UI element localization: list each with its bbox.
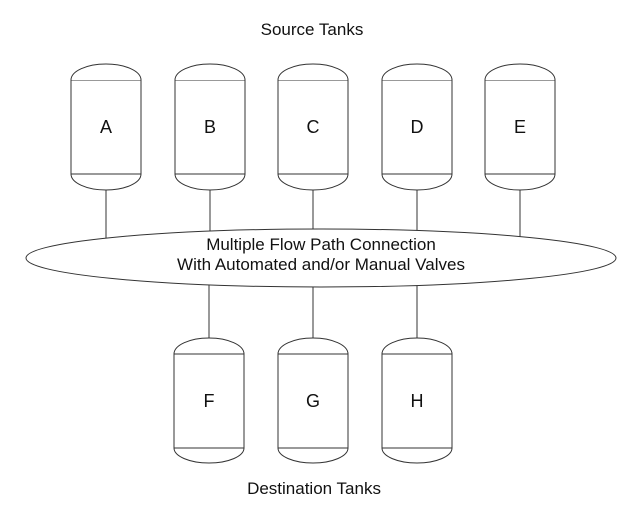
destination-tank-f: F xyxy=(173,337,245,464)
tank-label: B xyxy=(204,117,216,137)
tank-body xyxy=(173,353,245,449)
tank-top-cap xyxy=(381,337,453,355)
tank-body xyxy=(484,79,556,175)
tank-label: E xyxy=(514,117,526,137)
tank-body xyxy=(381,353,453,449)
tank-top-cap xyxy=(277,337,349,355)
source-tank-c: C xyxy=(277,63,349,191)
tank-bottom-cap xyxy=(381,447,453,464)
tank-bottom-cap xyxy=(70,173,142,191)
tank-body xyxy=(381,79,453,175)
tank-label: H xyxy=(411,391,424,411)
flow-path-hub: Multiple Flow Path Connection With Autom… xyxy=(25,228,617,288)
source-tank-e: E xyxy=(484,63,556,191)
tank-body xyxy=(277,79,349,175)
tank-label: D xyxy=(411,117,424,137)
tank-bottom-cap xyxy=(381,173,453,191)
source-tank-d: D xyxy=(381,63,453,191)
tank-body xyxy=(277,353,349,449)
hub-ellipse xyxy=(25,228,617,288)
tank-top-cap xyxy=(70,63,142,81)
destination-tank-g: G xyxy=(277,337,349,464)
tank-top-cap xyxy=(484,63,556,81)
destination-tanks-row: F G H xyxy=(173,337,453,464)
destination-tanks-title: Destination Tanks xyxy=(247,479,381,498)
tank-body xyxy=(70,79,142,175)
source-tanks-row: A B C D xyxy=(70,63,556,191)
tank-bottom-cap xyxy=(277,447,349,464)
tank-bottom-cap xyxy=(277,173,349,191)
tank-top-cap xyxy=(381,63,453,81)
tank-label: C xyxy=(307,117,320,137)
tank-top-cap xyxy=(277,63,349,81)
tank-label: F xyxy=(204,391,215,411)
destination-tank-h: H xyxy=(381,337,453,464)
tank-bottom-cap xyxy=(174,173,246,191)
tank-top-cap xyxy=(173,337,245,355)
source-tanks-title: Source Tanks xyxy=(261,20,364,39)
hub-text-line2: With Automated and/or Manual Valves xyxy=(177,255,465,274)
tank-bottom-cap xyxy=(484,173,556,191)
tank-label: G xyxy=(306,391,320,411)
hub-text-line1: Multiple Flow Path Connection xyxy=(206,235,436,254)
tank-top-cap xyxy=(174,63,246,81)
source-tank-b: B xyxy=(174,63,246,191)
tank-bottom-cap xyxy=(173,447,245,464)
source-tank-a: A xyxy=(70,63,142,191)
tank-label: A xyxy=(100,117,112,137)
tank-body xyxy=(174,79,246,175)
